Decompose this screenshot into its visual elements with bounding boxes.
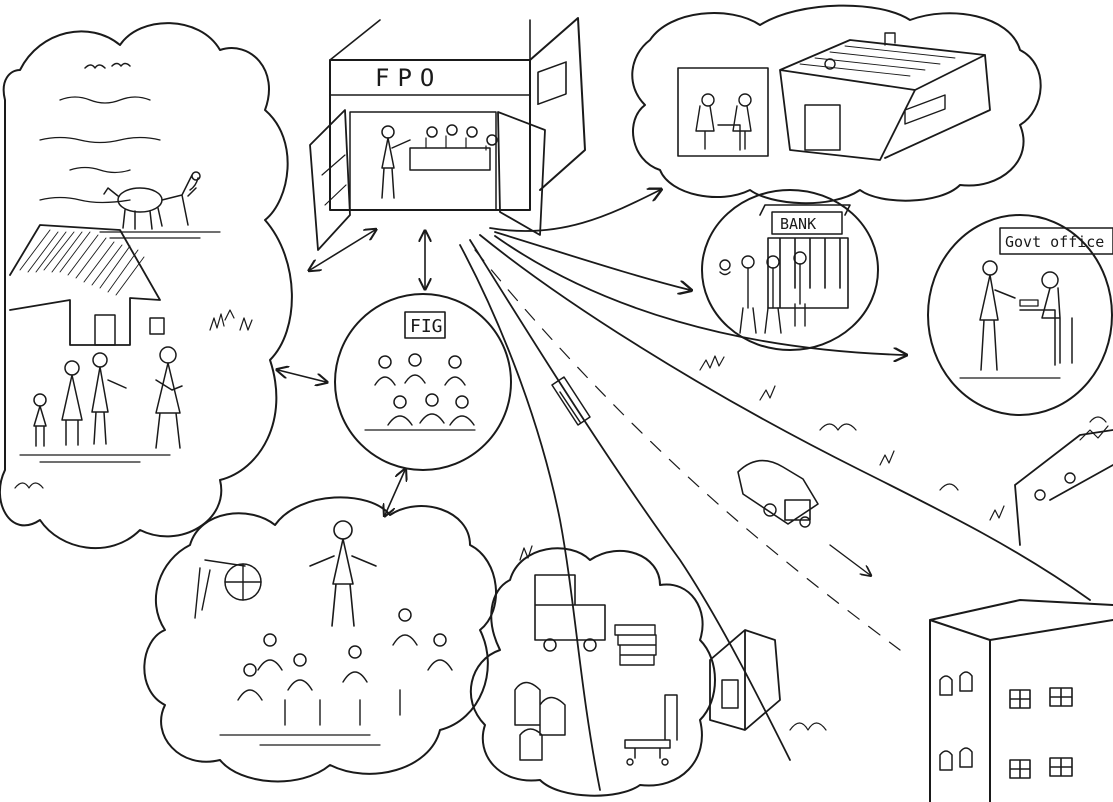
arrow-fig-training — [385, 470, 405, 515]
warehouse-cloud — [631, 4, 1042, 205]
trainer-illustration — [309, 520, 377, 627]
govt-office: Govt office — [927, 214, 1113, 416]
arrow-village-fpo — [310, 230, 375, 270]
fig-members-illustration — [364, 353, 476, 431]
connection-arrows — [278, 190, 905, 515]
bank: BANK — [701, 189, 879, 351]
arrow-fpo-warehouse — [489, 190, 660, 232]
villagers-illustration — [19, 346, 183, 463]
weighing-scale-illustration — [624, 694, 678, 766]
bank-sign: BANK — [780, 215, 816, 233]
warehouse-building-illustration — [779, 32, 991, 161]
market-cloud — [469, 547, 716, 797]
road — [459, 234, 1091, 791]
office-desk-illustration — [677, 67, 769, 157]
small-warehouse-illustration — [709, 629, 781, 731]
fpo-sign: FPO — [375, 64, 442, 92]
tractor-on-road-illustration — [551, 376, 591, 426]
arrow-village-fig — [278, 370, 326, 382]
village-cloud — [0, 22, 293, 550]
bank-customers-illustration — [719, 251, 807, 334]
fig-sign: FIG — [410, 316, 443, 337]
village-hut-illustration — [9, 224, 165, 346]
fpo-meeting-illustration — [349, 111, 498, 211]
city-building-illustration — [929, 599, 1113, 802]
govt-office-meeting-illustration — [959, 260, 1073, 379]
loaded-tractor-illustration — [737, 459, 819, 528]
truck-illustration — [534, 574, 606, 652]
seated-group-illustration — [219, 608, 453, 746]
training-cloud — [143, 496, 497, 783]
arrow-fpo-govt-office — [494, 235, 905, 355]
ploughing-farmer-illustration — [99, 171, 221, 239]
arrow-fpo-bank — [494, 231, 690, 290]
factory-illustration — [1014, 416, 1113, 546]
cart-illustration — [194, 559, 262, 619]
sacks-illustration — [514, 624, 657, 761]
fpo-building: FPO — [309, 17, 586, 251]
govt-office-sign: Govt office — [1005, 233, 1104, 251]
fig-group: FIG — [334, 293, 512, 471]
